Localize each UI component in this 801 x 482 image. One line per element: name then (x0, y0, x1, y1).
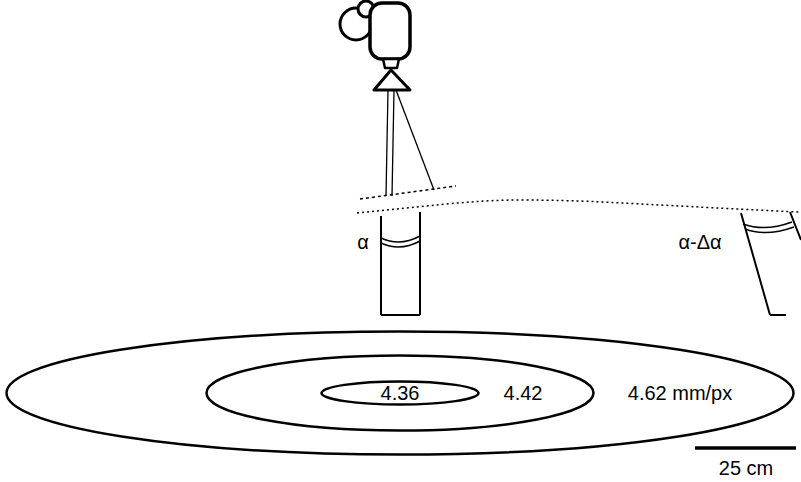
ring-region: 4.36 4.42 4.62 mm/px (5, 330, 795, 456)
scale-label: 25 cm (719, 458, 773, 478)
ellipse (7, 332, 794, 455)
ring-region: 4.36 4.42 (205, 354, 595, 432)
view-line (392, 90, 394, 196)
camera-mount (383, 59, 399, 68)
camera-lens (374, 70, 410, 90)
ellipse (207, 356, 594, 431)
value-label: 4.36 (381, 383, 420, 403)
cup-angle (381, 236, 420, 247)
cup-angle (743, 222, 794, 233)
cup (770, 314, 786, 316)
surface-line (357, 200, 801, 213)
ring-region: 4.36 (320, 380, 480, 406)
view-line (386, 90, 388, 196)
value-label: 4.42 (504, 383, 543, 403)
scale-bar (695, 446, 796, 450)
angle-label: α (357, 232, 369, 252)
image-plane (360, 186, 456, 199)
ellipse (322, 382, 479, 405)
cup (741, 212, 801, 315)
view-line (396, 90, 434, 190)
cup (381, 212, 420, 315)
angle-label: α-Δα (678, 232, 721, 252)
value-label: 4.62 mm/px (628, 383, 732, 403)
camera-body (370, 3, 410, 59)
